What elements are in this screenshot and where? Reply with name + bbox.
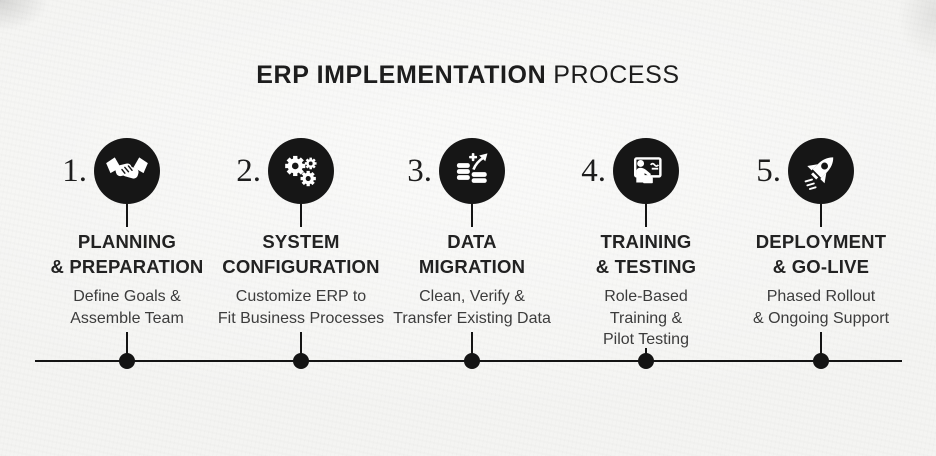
- step-connector-line: [126, 204, 128, 227]
- page-title-bold: ERP IMPLEMENTATION: [256, 61, 547, 89]
- step-badge: 5.: [756, 138, 854, 204]
- training-presentation-icon: [613, 138, 679, 204]
- step-subtitle: Customize ERP to Fit Business Processes: [217, 288, 385, 327]
- step-number: 3.: [407, 152, 432, 189]
- gears-icon: [268, 138, 334, 204]
- step-badge: 2.: [236, 138, 334, 204]
- step-subtitle: Define Goals & Assemble Team: [70, 288, 184, 327]
- page-title-light: PROCESS: [553, 61, 680, 89]
- step-number: 2.: [236, 152, 261, 189]
- timeline-milestone-dot: [813, 353, 829, 369]
- step-badge: 4.: [581, 138, 679, 204]
- step-deployment-golive: 5. DEP: [733, 138, 909, 329]
- step-data-migration: 3. DATA MIGRATION: [384, 138, 560, 329]
- step-badge: 3.: [407, 138, 505, 204]
- step-connector-line: [300, 204, 302, 227]
- timeline-tick: [645, 348, 647, 356]
- timeline-milestone-dot: [638, 353, 654, 369]
- timeline-milestone-dot: [293, 353, 309, 369]
- timeline-milestone-dot: [119, 353, 135, 369]
- step-subtitle: Phased Rollout & Ongoing Support: [752, 288, 890, 327]
- step-connector-line: [820, 204, 822, 227]
- step-number: 5.: [756, 152, 781, 189]
- rocket-icon: [788, 138, 854, 204]
- handshake-icon: [94, 138, 160, 204]
- step-connector-line: [645, 204, 647, 227]
- timeline-tick: [820, 332, 822, 356]
- step-connector-line: [471, 204, 473, 227]
- step-badge: 1.: [62, 138, 160, 204]
- step-number: 1.: [62, 152, 87, 189]
- step-system-configuration: 2.: [213, 138, 389, 329]
- step-title: PLANNING & PREPARATION: [50, 231, 204, 277]
- step-number: 4.: [581, 152, 606, 189]
- step-title: DATA MIGRATION: [418, 231, 526, 277]
- step-subtitle: Role-Based Training & Pilot Testing: [603, 288, 689, 348]
- timeline-tick: [471, 332, 473, 356]
- step-title: TRAINING & TESTING: [595, 231, 697, 277]
- step-planning-preparation: 1. PLANNING & PREPA: [39, 138, 215, 329]
- data-migration-icon: [439, 138, 505, 204]
- timeline-milestone-dot: [464, 353, 480, 369]
- step-training-testing: 4. TRAINING & TESTING Role-Based Trainin…: [558, 138, 734, 351]
- step-title: DEPLOYMENT & GO-LIVE: [755, 231, 887, 277]
- timeline-tick: [300, 332, 302, 356]
- step-title: SYSTEM CONFIGURATION: [222, 231, 380, 277]
- timeline-tick: [126, 332, 128, 356]
- step-subtitle: Clean, Verify & Transfer Existing Data: [393, 288, 551, 327]
